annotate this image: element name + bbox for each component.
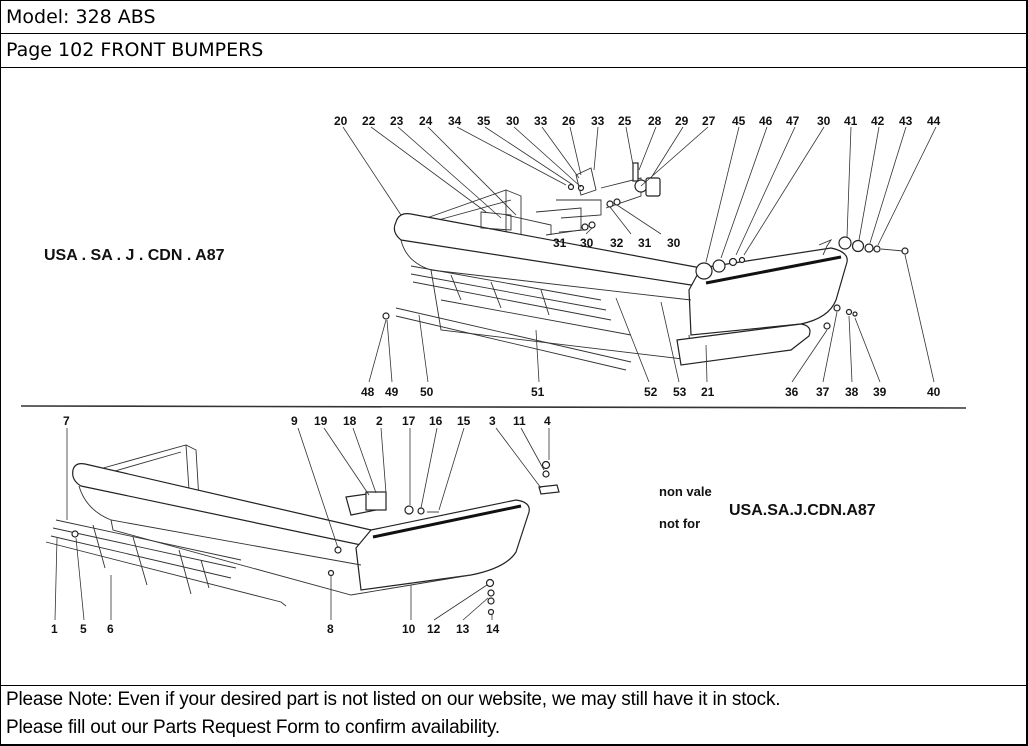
callout-14: 14 (486, 622, 500, 636)
lower-bumper-bar (72, 463, 377, 546)
callout-33b: 33 (591, 114, 605, 128)
callout-16: 16 (429, 414, 443, 428)
parts-diagram: USA . SA . J . CDN . A87 (20, 114, 967, 636)
lower-top-callouts: 7 9 19 18 2 17 16 15 3 11 4 (63, 414, 551, 428)
callout-31b: 31 (638, 236, 652, 250)
callout-34: 34 (448, 114, 462, 128)
note-non-vale: non vale (659, 484, 712, 499)
callout-33: 33 (534, 114, 548, 128)
callout-35: 35 (477, 114, 491, 128)
callout-11: 11 (513, 414, 526, 428)
lower-variant-note: non vale not for USA.SA.J.CDN.A87 (659, 484, 876, 531)
callout-19: 19 (314, 414, 328, 428)
callout-20: 20 (334, 114, 348, 128)
callout-39: 39 (873, 385, 887, 399)
upper-bumper-drawing (382, 162, 909, 371)
callout-36: 36 (785, 385, 799, 399)
callout-30c: 30 (580, 236, 594, 250)
callout-17: 17 (402, 414, 416, 428)
callout-13: 13 (456, 622, 470, 636)
callout-23: 23 (390, 114, 404, 128)
callout-49: 49 (385, 385, 399, 399)
callout-30d: 30 (667, 236, 681, 250)
callout-52: 52 (644, 385, 658, 399)
callout-47: 47 (786, 114, 800, 128)
section-divider (20, 405, 967, 409)
callout-45: 45 (732, 114, 746, 128)
callout-31: 31 (553, 236, 567, 250)
lower-bottom-callouts: 1 5 6 8 10 12 13 14 (51, 622, 500, 636)
footer-note: Please Note: Even if your desired part i… (0, 686, 1026, 744)
callout-29: 29 (675, 114, 689, 128)
callout-44: 44 (927, 114, 941, 128)
callout-15: 15 (457, 414, 471, 428)
callout-38: 38 (845, 385, 859, 399)
callout-4: 4 (544, 414, 551, 428)
callout-30: 30 (506, 114, 520, 128)
lower-leader-lines (54, 427, 550, 621)
callout-42: 42 (871, 114, 885, 128)
callout-12: 12 (427, 622, 441, 636)
callout-28: 28 (648, 114, 662, 128)
callout-40: 40 (927, 385, 941, 399)
callout-43: 43 (899, 114, 913, 128)
callout-25: 25 (618, 114, 632, 128)
callout-9: 9 (291, 414, 298, 428)
upper-bumper-bar (393, 213, 710, 286)
callout-22: 22 (362, 114, 376, 128)
lower-bumper-corner (355, 499, 530, 591)
callout-50: 50 (420, 385, 434, 399)
note-not-for: not for (659, 516, 700, 531)
callout-48: 48 (361, 385, 375, 399)
page-header: Page 102 FRONT BUMPERS (0, 34, 1026, 68)
callout-21: 21 (701, 385, 715, 399)
callout-8: 8 (327, 622, 334, 636)
callout-1: 1 (51, 622, 58, 636)
diagram-panel: USA . SA . J . CDN . A87 (0, 68, 1026, 686)
callout-53: 53 (673, 385, 687, 399)
callout-10: 10 (402, 622, 416, 636)
callout-3: 3 (489, 414, 496, 428)
upper-leader-lines (342, 126, 937, 383)
upper-mid-callouts: 31 30 32 31 30 (553, 236, 681, 250)
footer-note-line2: Please fill out our Parts Request Form t… (6, 717, 500, 738)
lower-bumper-drawing (45, 444, 560, 616)
callout-26: 26 (562, 114, 576, 128)
model-header: Model: 328 ABS (0, 0, 1026, 34)
callout-2: 2 (376, 414, 383, 428)
model-label: Model: 328 ABS (6, 6, 156, 28)
callout-18: 18 (343, 414, 357, 428)
callout-32: 32 (610, 236, 624, 250)
callout-51: 51 (531, 385, 545, 399)
callout-30b: 30 (817, 114, 831, 128)
callout-41: 41 (844, 114, 858, 128)
callout-27: 27 (702, 114, 716, 128)
callout-24: 24 (419, 114, 433, 128)
lower-variant-label: USA.SA.J.CDN.A87 (729, 502, 876, 519)
upper-variant-label: USA . SA . J . CDN . A87 (44, 247, 225, 264)
page-title: Page 102 FRONT BUMPERS (6, 39, 264, 61)
footer-note-line1: Please Note: Even if your desired part i… (6, 689, 781, 710)
callout-5: 5 (80, 622, 87, 636)
callout-37: 37 (816, 385, 830, 399)
upper-bottom-callouts: 48 49 50 51 52 53 21 36 37 38 39 40 (361, 385, 941, 399)
upper-top-callouts: 20 22 23 24 34 35 30 33 26 33 25 28 29 2… (334, 114, 941, 128)
upper-spoiler (676, 323, 811, 366)
callout-6: 6 (107, 622, 114, 636)
callout-7: 7 (63, 414, 70, 428)
callout-46: 46 (759, 114, 773, 128)
